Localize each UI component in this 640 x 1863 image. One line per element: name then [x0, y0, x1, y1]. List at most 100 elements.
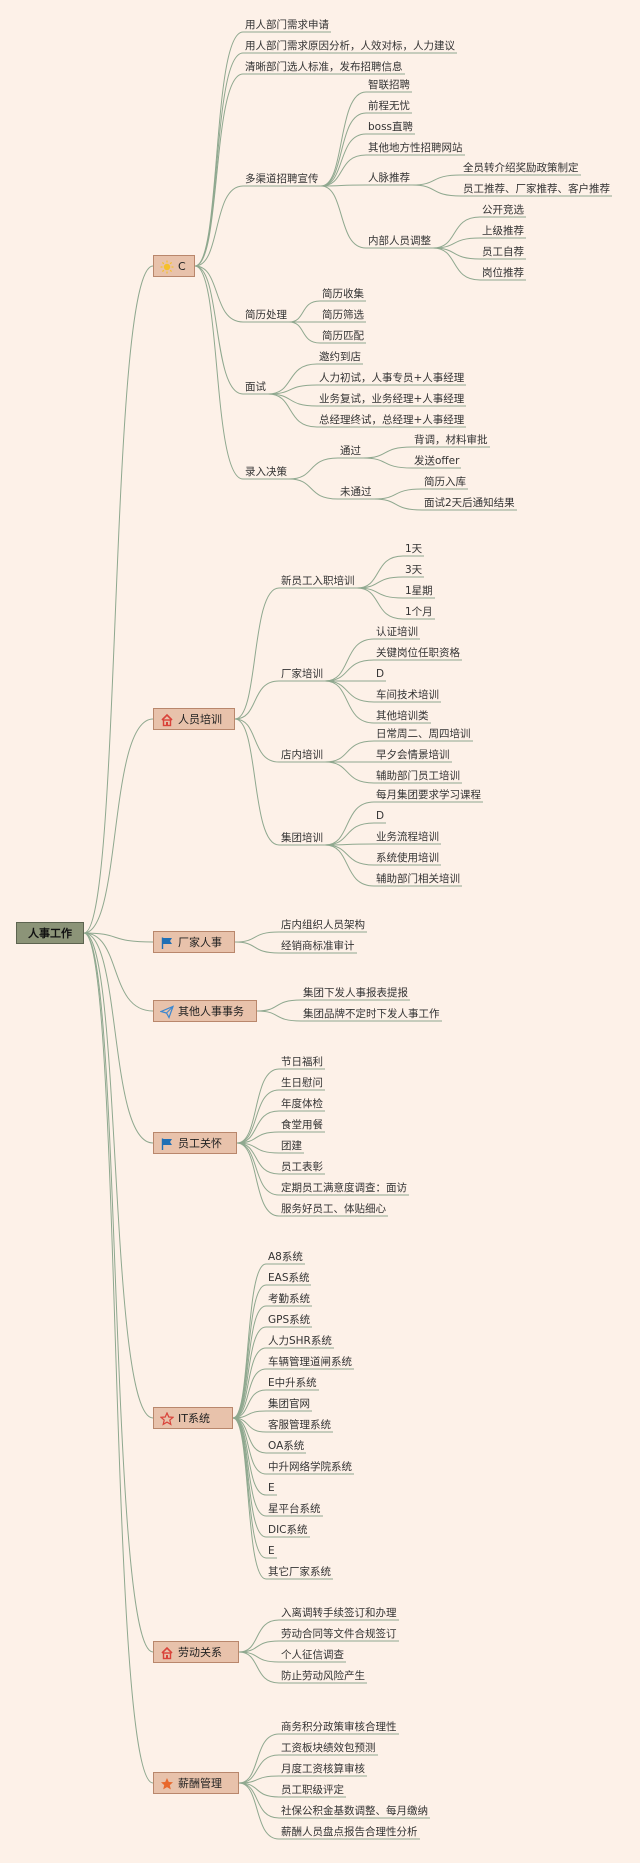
salary-item[interactable]: 工资板块绩效包预测 [281, 1742, 376, 1754]
vendor-item[interactable]: 认证培训 [376, 626, 418, 638]
care-item[interactable]: 定期员工满意度调查：面访 [281, 1182, 407, 1194]
c-item[interactable]: 清晰部门选人标准，发布招聘信息 [245, 61, 403, 73]
vendor-item[interactable]: 关键岗位任职资格 [376, 647, 460, 659]
care-item[interactable]: 节日福利 [281, 1056, 323, 1068]
group-item[interactable]: 每月集团要求学习课程 [376, 789, 481, 801]
referral-item[interactable]: 全员转介绍奖励政策制定 [463, 162, 579, 174]
resume-item[interactable]: 简历收集 [322, 288, 364, 300]
fail-item[interactable]: 面试2天后通知结果 [424, 497, 515, 509]
fail-item[interactable]: 简历入库 [424, 476, 466, 488]
c-item[interactable]: 用人部门需求原因分析，人效对标，人力建议 [245, 40, 455, 52]
labor-item[interactable]: 防止劳动风险产生 [281, 1670, 365, 1682]
channel-item[interactable]: 智联招聘 [368, 79, 410, 91]
it-item[interactable]: EAS系统 [268, 1272, 310, 1284]
salary-item[interactable]: 薪酬人员盘点报告合理性分析 [281, 1826, 418, 1838]
care-item[interactable]: 食堂用餐 [281, 1119, 323, 1131]
c-item[interactable]: 用人部门需求申请 [245, 19, 329, 31]
it-item[interactable]: 客服管理系统 [268, 1419, 331, 1431]
store-item[interactable]: 日常周二、周四培训 [376, 728, 471, 740]
it-item[interactable]: 星平台系统 [268, 1503, 321, 1515]
internal-item[interactable]: 岗位推荐 [482, 267, 524, 279]
newhire-item[interactable]: 1个月 [405, 606, 433, 618]
decision-fail[interactable]: 未通过 [340, 486, 372, 498]
care-node[interactable]: 员工关怀 [153, 1132, 237, 1154]
group-item[interactable]: 辅助部门相关培训 [376, 873, 460, 885]
salary-item[interactable]: 商务积分政策审核合理性 [281, 1721, 397, 1733]
vendor-item[interactable]: D [376, 668, 385, 680]
c-node[interactable]: C [153, 255, 195, 277]
root-node[interactable]: 人事工作 [16, 922, 84, 944]
care-item[interactable]: 员工表彰 [281, 1161, 323, 1173]
it-item[interactable]: GPS系统 [268, 1314, 311, 1326]
interview-item[interactable]: 业务复试，业务经理+人事经理 [319, 393, 465, 405]
it-item[interactable]: 车辆管理道闸系统 [268, 1356, 352, 1368]
vendor-item[interactable]: 其他培训类 [376, 710, 429, 722]
labor-item[interactable]: 个人征信调查 [281, 1649, 344, 1661]
referral-item[interactable]: 员工推荐、厂家推荐、客户推荐 [463, 183, 610, 195]
newhire[interactable]: 新员工入职培训 [281, 575, 355, 587]
store-item[interactable]: 辅助部门员工培训 [376, 770, 460, 782]
it-item[interactable]: 考勤系统 [268, 1293, 310, 1305]
vendor-hr-node[interactable]: 厂家人事 [153, 931, 235, 953]
care-item[interactable]: 年度体检 [281, 1098, 323, 1110]
interview-item[interactable]: 邀约到店 [319, 351, 361, 363]
it-item[interactable]: 人力SHR系统 [268, 1335, 332, 1347]
vendor-hr-item[interactable]: 经销商标准审计 [281, 940, 355, 952]
salary-node[interactable]: 薪酬管理 [153, 1772, 239, 1794]
internal-item[interactable]: 员工自荐 [482, 246, 524, 258]
channel-item[interactable]: boss直聘 [368, 121, 414, 133]
decision-pass[interactable]: 通过 [340, 445, 361, 457]
newhire-item[interactable]: 1星期 [405, 585, 433, 597]
vendor-item[interactable]: 车间技术培训 [376, 689, 439, 701]
it-node[interactable]: IT系统 [153, 1407, 233, 1429]
channel-referral[interactable]: 人脉推荐 [368, 172, 410, 184]
c-channel[interactable]: 多渠道招聘宣传 [245, 173, 319, 185]
salary-item[interactable]: 员工职级评定 [281, 1784, 344, 1796]
c-decision[interactable]: 录入决策 [245, 466, 287, 478]
care-item[interactable]: 生日慰问 [281, 1077, 323, 1089]
interview-item[interactable]: 人力初试，人事专员+人事经理 [319, 372, 465, 384]
group-item[interactable]: 业务流程培训 [376, 831, 439, 843]
salary-item[interactable]: 月度工资核算审核 [281, 1763, 365, 1775]
labor-item[interactable]: 劳动合同等文件合规签订 [281, 1628, 397, 1640]
channel-item[interactable]: 其他地方性招聘网站 [368, 142, 463, 154]
salary-item[interactable]: 社保公积金基数调整、每月缴纳 [281, 1805, 428, 1817]
it-item[interactable]: OA系统 [268, 1440, 305, 1452]
pass-item[interactable]: 背调，材料审批 [414, 434, 488, 446]
interview-item[interactable]: 总经理终试，总经理+人事经理 [319, 414, 465, 426]
channel-internal[interactable]: 内部人员调整 [368, 235, 431, 247]
it-item[interactable]: DIC系统 [268, 1524, 308, 1536]
channel-item[interactable]: 前程无忧 [368, 100, 410, 112]
pass-item[interactable]: 发送offer [414, 455, 460, 467]
newhire-item[interactable]: 3天 [405, 564, 423, 576]
it-item[interactable]: E [268, 1482, 275, 1494]
care-item[interactable]: 服务好员工、体贴细心 [281, 1203, 386, 1215]
resume-item[interactable]: 简历匹配 [322, 330, 364, 342]
vendor-training[interactable]: 厂家培训 [281, 668, 323, 680]
training-node[interactable]: 人员培训 [153, 708, 235, 730]
internal-item[interactable]: 上级推荐 [482, 225, 524, 237]
other-hr-item[interactable]: 集团下发人事报表提报 [303, 987, 408, 999]
it-item[interactable]: 集团官网 [268, 1398, 310, 1410]
group-item[interactable]: 系统使用培训 [376, 852, 439, 864]
group-item[interactable]: D [376, 810, 385, 822]
resume-item[interactable]: 简历筛选 [322, 309, 364, 321]
other-hr-item[interactable]: 集团品牌不定时下发人事工作 [303, 1008, 440, 1020]
store-item[interactable]: 早夕会情景培训 [376, 749, 450, 761]
group-training[interactable]: 集团培训 [281, 832, 323, 844]
care-item[interactable]: 团建 [281, 1140, 302, 1152]
it-item[interactable]: E中升系统 [268, 1377, 317, 1389]
newhire-item[interactable]: 1天 [405, 543, 423, 555]
it-item[interactable]: 中升网络学院系统 [268, 1461, 352, 1473]
labor-item[interactable]: 入离调转手续签订和办理 [281, 1607, 397, 1619]
labor-node[interactable]: 劳动关系 [153, 1641, 239, 1663]
it-item[interactable]: E [268, 1545, 275, 1557]
other-hr-node[interactable]: 其他人事事务 [153, 1000, 257, 1022]
c-interview[interactable]: 面试 [245, 381, 266, 393]
c-resume[interactable]: 简历处理 [245, 309, 287, 321]
it-item[interactable]: 其它厂家系统 [268, 1566, 331, 1578]
vendor-hr-item[interactable]: 店内组织人员架构 [281, 919, 365, 931]
store-training[interactable]: 店内培训 [281, 749, 323, 761]
it-item[interactable]: A8系统 [268, 1251, 303, 1263]
internal-item[interactable]: 公开竞选 [482, 204, 524, 216]
